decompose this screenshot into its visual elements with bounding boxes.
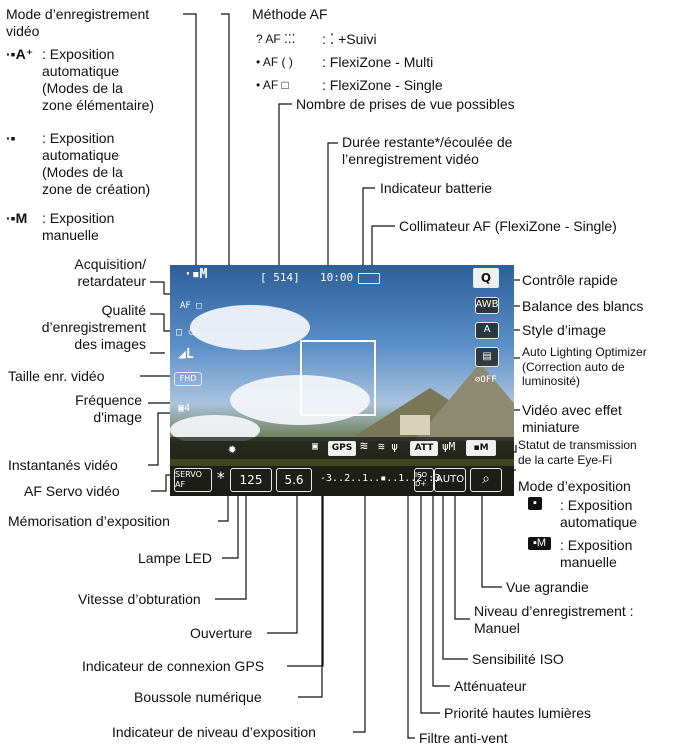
highlight-priority-icon: ISO D+ — [414, 468, 434, 492]
exp-manual-icon: ·▪M — [6, 210, 28, 226]
label-led: Lampe LED — [138, 550, 212, 566]
label-movie-mode: Mode d’enregistrement vidéo — [6, 6, 150, 40]
label-af-point: Collimateur AF (FlexiZone - Single) — [399, 218, 617, 234]
live-view-screen: ·▪M AF □ [ 514] 10:00 Q AWB A ▤ ⊘OFF □ ⏲… — [170, 265, 514, 496]
manual-rec-level-icon: ψM — [442, 440, 456, 453]
quick-control-button[interactable]: Q — [473, 268, 499, 288]
label-aperture: Ouverture — [190, 625, 253, 641]
picture-style-icon: A — [475, 322, 499, 339]
exp-auto-elem-icon: ·▪A⁺ — [6, 46, 34, 62]
label-servo-af: AF Servo vidéo — [24, 483, 120, 499]
miniature-effect-icon: ⊘OFF — [475, 375, 497, 385]
shutter-speed-value[interactable]: 125 — [230, 468, 272, 492]
label-battery: Indicateur batterie — [380, 180, 493, 196]
label-rec-level: Niveau d’enregistrement : Manuel — [474, 603, 634, 637]
label-frame-rate: Fréquence d'image — [75, 392, 142, 426]
label-iso: Sensibilité ISO — [472, 651, 564, 667]
label-ae-lock: Mémorisation d’exposition — [8, 513, 170, 529]
image-quality-icon: ◢L — [178, 347, 194, 362]
label-af-face-tracking: : ⁚ +Suivi — [322, 31, 377, 47]
label-wind-filter: Filtre anti-vent — [419, 730, 508, 746]
label-eyefi: Statut de transmission de la carte Eye-F… — [518, 438, 637, 467]
battery-icon — [358, 273, 380, 284]
label-white-balance: Balance des blancs — [522, 298, 644, 314]
label-alo: Auto Lighting Optimizer (Correction auto… — [522, 345, 647, 389]
label-shots: Nombre de prises de vue possibles — [296, 96, 515, 112]
attenuator-icon: ATT — [410, 441, 438, 456]
wind-filter-icon: ≋ ψ — [378, 440, 398, 453]
label-af-flexizone-single: : FlexiZone - Single — [322, 77, 443, 93]
label-exp-auto-creative: : Exposition automatique (Modes de la zo… — [42, 130, 151, 198]
eyefi-wifi-icon: ≋ — [360, 439, 368, 454]
label-exp-manual: : Exposition manuelle — [42, 210, 115, 244]
label-gps: Indicateur de connexion GPS — [82, 658, 265, 674]
video-snapshot-icon: ▣4 — [178, 403, 191, 414]
af-point-frame — [300, 340, 376, 416]
movie-size-icon: FHD — [174, 372, 202, 386]
label-recording-time: Durée restante*/écoulée de l’enregistrem… — [342, 134, 513, 168]
house — [400, 415, 430, 435]
led-light-icon: ✹ — [228, 441, 237, 457]
label-highlight-priority: Priorité hautes lumières — [444, 705, 592, 721]
label-quick-control: Contrôle rapide — [522, 272, 618, 288]
highlight-tone-icon: ▣ — [312, 441, 319, 452]
alo-icon: ▤ — [475, 347, 499, 367]
label-exp-auto-elementary: : Exposition automatique (Modes de la zo… — [42, 46, 155, 114]
label-drive: Acquisition/ retardateur — [74, 256, 146, 290]
movie-mode-icon: ·▪M — [184, 267, 208, 282]
label-image-quality: Qualité d’enregistrement des images — [41, 302, 146, 353]
exposure-manual-icon: ▪M — [528, 537, 552, 551]
exposure-level-scale: -3..2..1..▪..1..2.:3 — [320, 473, 441, 484]
magnify-button[interactable]: ⌕ — [470, 468, 502, 492]
label-video-snapshots: Instantanés vidéo — [8, 457, 118, 473]
exp-auto-creative-icon: ·▪ — [6, 130, 16, 146]
af-flexizone-single-icon: • AF □ — [256, 78, 289, 92]
af-face-tracking-icon: ? AF ⁚⁚⁚ — [256, 32, 296, 46]
label-miniature: Vidéo avec effet miniature — [522, 402, 622, 436]
label-attenuator: Atténuateur — [454, 678, 527, 694]
label-exposure-auto: : Exposition automatique — [560, 497, 638, 531]
aperture-value[interactable]: 5.6 — [276, 468, 312, 492]
af-flexizone-multi-icon: • AF ( ) — [256, 55, 293, 69]
gps-icon: GPS — [328, 441, 356, 456]
movie-servo-af-button[interactable]: SERVO AF — [174, 468, 212, 492]
drive-mode-icon: □ ⏲ — [176, 327, 196, 338]
label-exposure-mode: Mode d’exposition — [518, 478, 631, 494]
iso-value[interactable]: AUTO — [434, 468, 466, 492]
shots-remaining: [ 514] — [260, 271, 300, 284]
label-af-flexizone-multi: : FlexiZone - Multi — [322, 54, 434, 70]
label-exposure-manual: : Exposition manuelle — [560, 537, 633, 571]
label-magnified-view: Vue agrandie — [506, 579, 589, 595]
label-movie-size: Taille enr. vidéo — [8, 368, 105, 384]
label-compass: Boussole numérique — [134, 689, 262, 705]
recording-time: 10:00 — [320, 271, 354, 284]
exposure-auto-icon: ▪ — [528, 497, 542, 511]
label-af-method: Méthode AF — [252, 6, 328, 22]
cloud — [190, 305, 310, 350]
exposure-mode-icon: ▪M — [466, 440, 496, 456]
white-balance-icon: AWB — [475, 297, 499, 314]
ae-lock-icon: * — [216, 468, 226, 487]
af-method-icon: AF □ — [180, 301, 202, 311]
label-exposure-level: Indicateur de niveau d’exposition — [112, 724, 316, 740]
label-picture-style: Style d’image — [522, 322, 607, 338]
label-shutter-speed: Vitesse d’obturation — [78, 591, 201, 607]
